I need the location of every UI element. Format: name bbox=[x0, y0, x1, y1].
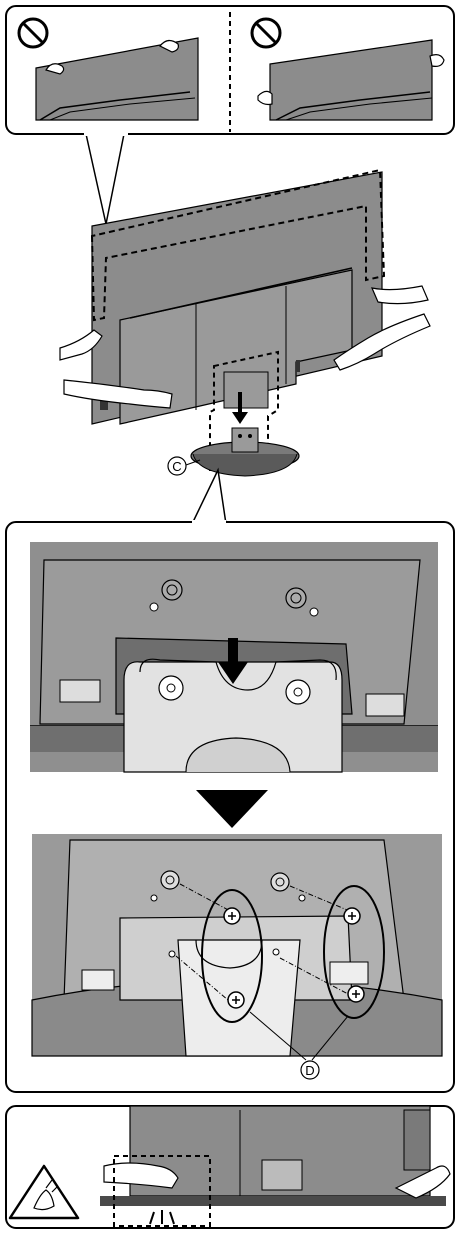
detail-panel: D bbox=[5, 520, 455, 1093]
screw-highlight-oval bbox=[323, 885, 385, 1019]
wrong-grip-corner-illustration bbox=[257, 39, 445, 121]
wrong-grip-top-illustration bbox=[35, 37, 199, 121]
screw-icon bbox=[343, 907, 361, 925]
prohibited-icon bbox=[250, 17, 282, 49]
hand-icon bbox=[394, 1165, 451, 1199]
hand-icon bbox=[159, 39, 179, 53]
dashed-grip-area bbox=[90, 168, 386, 322]
screw-icon bbox=[347, 985, 365, 1003]
step1-attach-view bbox=[30, 542, 438, 773]
prohibited-icon bbox=[17, 17, 49, 49]
step2-screw-view bbox=[31, 834, 443, 1061]
svg-text:C: C bbox=[172, 459, 181, 474]
hand-icon bbox=[257, 90, 273, 106]
hand-icon bbox=[429, 54, 445, 67]
callout-pointer bbox=[85, 133, 125, 225]
bottom-caution-panel bbox=[5, 1105, 455, 1229]
screw-callout-d: D bbox=[300, 1060, 320, 1080]
next-step-arrow-icon bbox=[196, 790, 268, 828]
screw-icon bbox=[227, 991, 245, 1009]
arm-icon bbox=[370, 285, 429, 305]
arm-icon bbox=[63, 379, 173, 409]
down-arrow-icon bbox=[218, 662, 248, 684]
pinch-caution-icon bbox=[8, 1164, 80, 1220]
callout-pointer bbox=[190, 467, 227, 525]
screw-icon bbox=[223, 907, 241, 925]
stand-neck bbox=[231, 427, 259, 453]
stand-callout-c: C bbox=[167, 456, 201, 476]
down-arrow-icon bbox=[232, 412, 248, 424]
tv-placement-illustration: C bbox=[59, 168, 431, 477]
arm-icon bbox=[333, 313, 431, 371]
hand-icon bbox=[103, 1162, 179, 1189]
table-surface bbox=[100, 1196, 446, 1206]
top-warning-panel bbox=[5, 5, 455, 135]
hand-icon bbox=[45, 63, 65, 75]
hand-icon bbox=[59, 329, 103, 361]
screw-highlight-oval bbox=[201, 889, 263, 1023]
svg-text:D: D bbox=[305, 1063, 314, 1078]
pinch-zone bbox=[113, 1155, 211, 1227]
